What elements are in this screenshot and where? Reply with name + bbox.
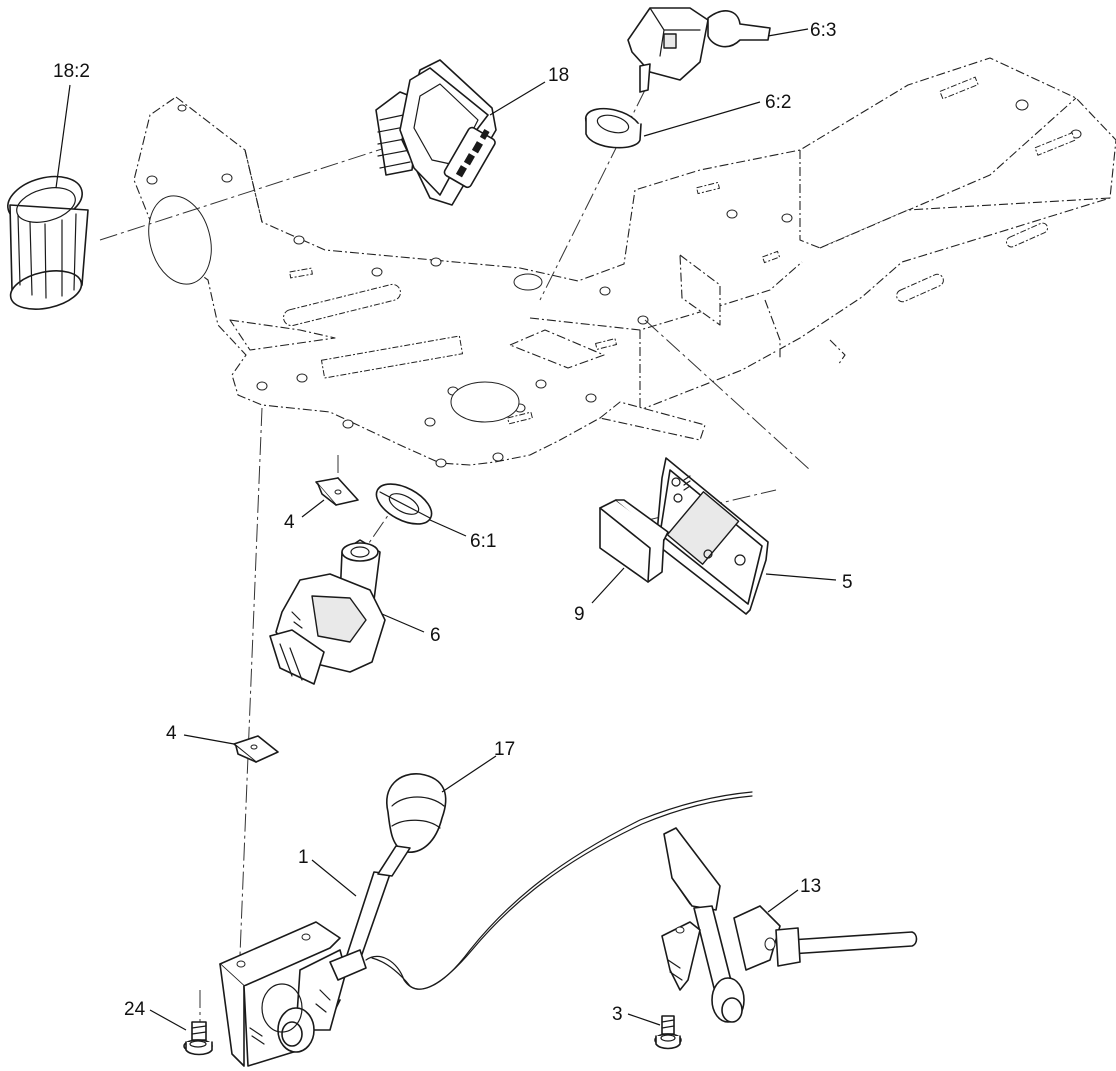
callout-9: 9	[574, 604, 585, 625]
callout-1: 1	[298, 847, 309, 868]
callout-5: 5	[842, 572, 853, 593]
screw-icon	[183, 1021, 213, 1056]
callout-13: 13	[800, 876, 821, 897]
callout-6-3: 6:3	[810, 20, 836, 41]
speed-nut-icon	[315, 477, 359, 506]
lock-washer-icon	[375, 483, 433, 525]
callout-6: 6	[430, 625, 441, 646]
ignition-key-icon	[627, 7, 771, 93]
callout-6-1: 6:1	[470, 531, 496, 552]
leader-lines	[55, 28, 837, 1031]
ignition-nut-icon	[584, 107, 642, 149]
callout-4-lower: 4	[166, 723, 177, 744]
rocker-switch-icon	[599, 499, 669, 583]
callout-6-2: 6:2	[765, 92, 791, 113]
throttle-knob-icon	[386, 773, 447, 853]
callout-24: 24	[124, 999, 146, 1020]
callout-3: 3	[612, 1004, 623, 1025]
callout-4-upper: 4	[284, 512, 295, 533]
callout-18-2: 18:2	[53, 61, 90, 82]
screw-icon	[654, 1015, 682, 1050]
speed-nut-icon	[233, 735, 279, 763]
decal-plate-icon	[655, 457, 769, 615]
control-panel-bracket-icon	[133, 57, 1116, 468]
callout-labels: 18:2 18 6:3 6:2 4 6:1 6 5 9 4 17 1 13 24…	[53, 20, 853, 1025]
ignition-switch-icon	[269, 539, 386, 685]
callout-18: 18	[548, 65, 569, 86]
hour-meter-nut-icon	[7, 175, 89, 310]
throttle-control-icon	[219, 791, 753, 1067]
callout-17: 17	[494, 739, 515, 760]
hour-meter-icon	[375, 59, 497, 206]
choke-control-icon	[661, 827, 918, 1023]
